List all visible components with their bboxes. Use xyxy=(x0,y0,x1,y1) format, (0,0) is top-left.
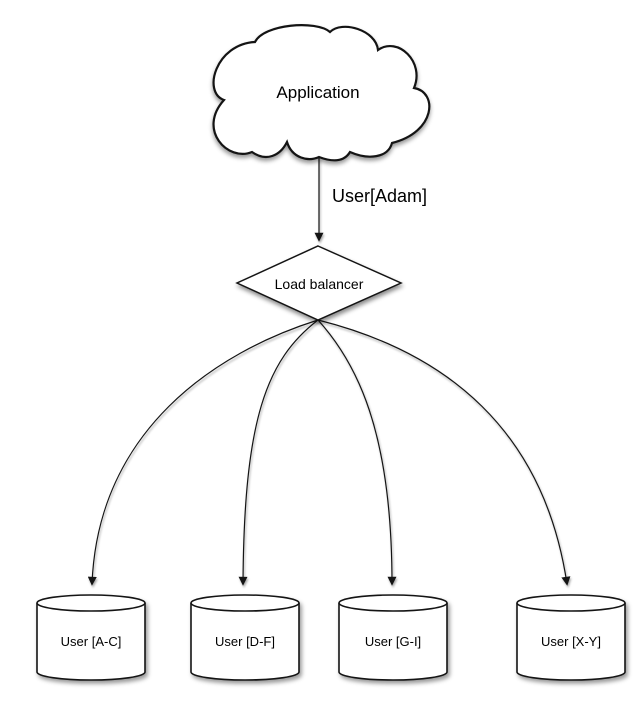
cylinder-body xyxy=(36,603,146,681)
cylinder-top-rim xyxy=(36,594,146,612)
edge-label-user-adam: User[Adam] xyxy=(332,186,428,206)
cylinder-top-rim xyxy=(190,594,300,612)
cylinder-body xyxy=(338,603,448,681)
shard-ac-node-label: User [A-C] xyxy=(60,634,122,649)
application-node-label: Application xyxy=(276,83,360,102)
database-cylinder-shard-ac xyxy=(36,594,146,681)
shard-df-node-label: User [D-F] xyxy=(215,634,275,649)
edge-loadbalancer-to-shard-df xyxy=(238,319,319,586)
edge-loadbalancer-to-shard-gi xyxy=(317,319,397,586)
edge-loadbalancer-to-shard-ac xyxy=(87,319,319,586)
application-cloud-shape xyxy=(212,24,431,162)
cylinder-body xyxy=(190,603,300,681)
database-cylinder-shard-xy xyxy=(516,594,626,681)
database-cylinder-shard-gi xyxy=(338,594,448,681)
cylinder-body xyxy=(516,603,626,681)
database-cylinder-shard-df xyxy=(190,594,300,681)
shard-xy-node-label: User [X-Y] xyxy=(541,634,601,649)
shard-gi-node-label: User [G-I] xyxy=(364,634,422,649)
edge-loadbalancer-to-shard-xy xyxy=(317,319,571,586)
load-balancer-diamond-shape xyxy=(235,245,403,321)
cylinder-top-rim xyxy=(338,594,448,612)
diagram-edges xyxy=(87,157,571,586)
cylinder-top-rim xyxy=(516,594,626,612)
load-balancer-node-label: Load balancer xyxy=(274,276,364,292)
